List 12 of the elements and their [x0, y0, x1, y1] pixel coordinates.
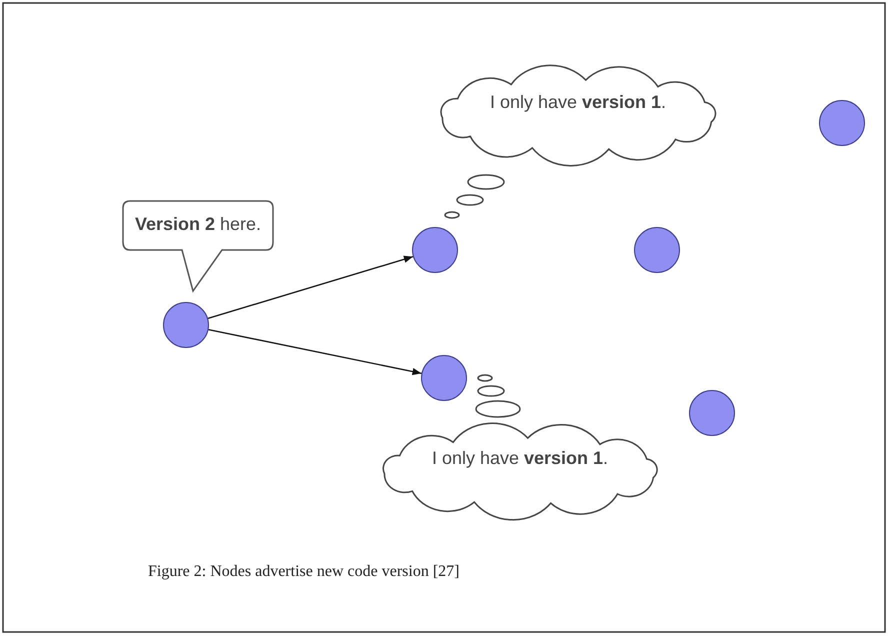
figure-caption: Figure 2: Nodes advertise new code version [27] [148, 563, 460, 581]
thought-text: I only have version 1. [430, 447, 610, 470]
network-node-circle [163, 302, 209, 348]
network-node-circle [819, 100, 865, 146]
network-node-circle [421, 355, 467, 401]
speech-text: Version 2 here. [134, 213, 262, 236]
thought-text: I only have version 1. [488, 91, 668, 114]
network-node-circle [689, 390, 735, 436]
network-node-circle [412, 227, 458, 273]
arrow [208, 329, 422, 376]
network-node-circle [634, 227, 680, 273]
arrow [208, 256, 414, 319]
